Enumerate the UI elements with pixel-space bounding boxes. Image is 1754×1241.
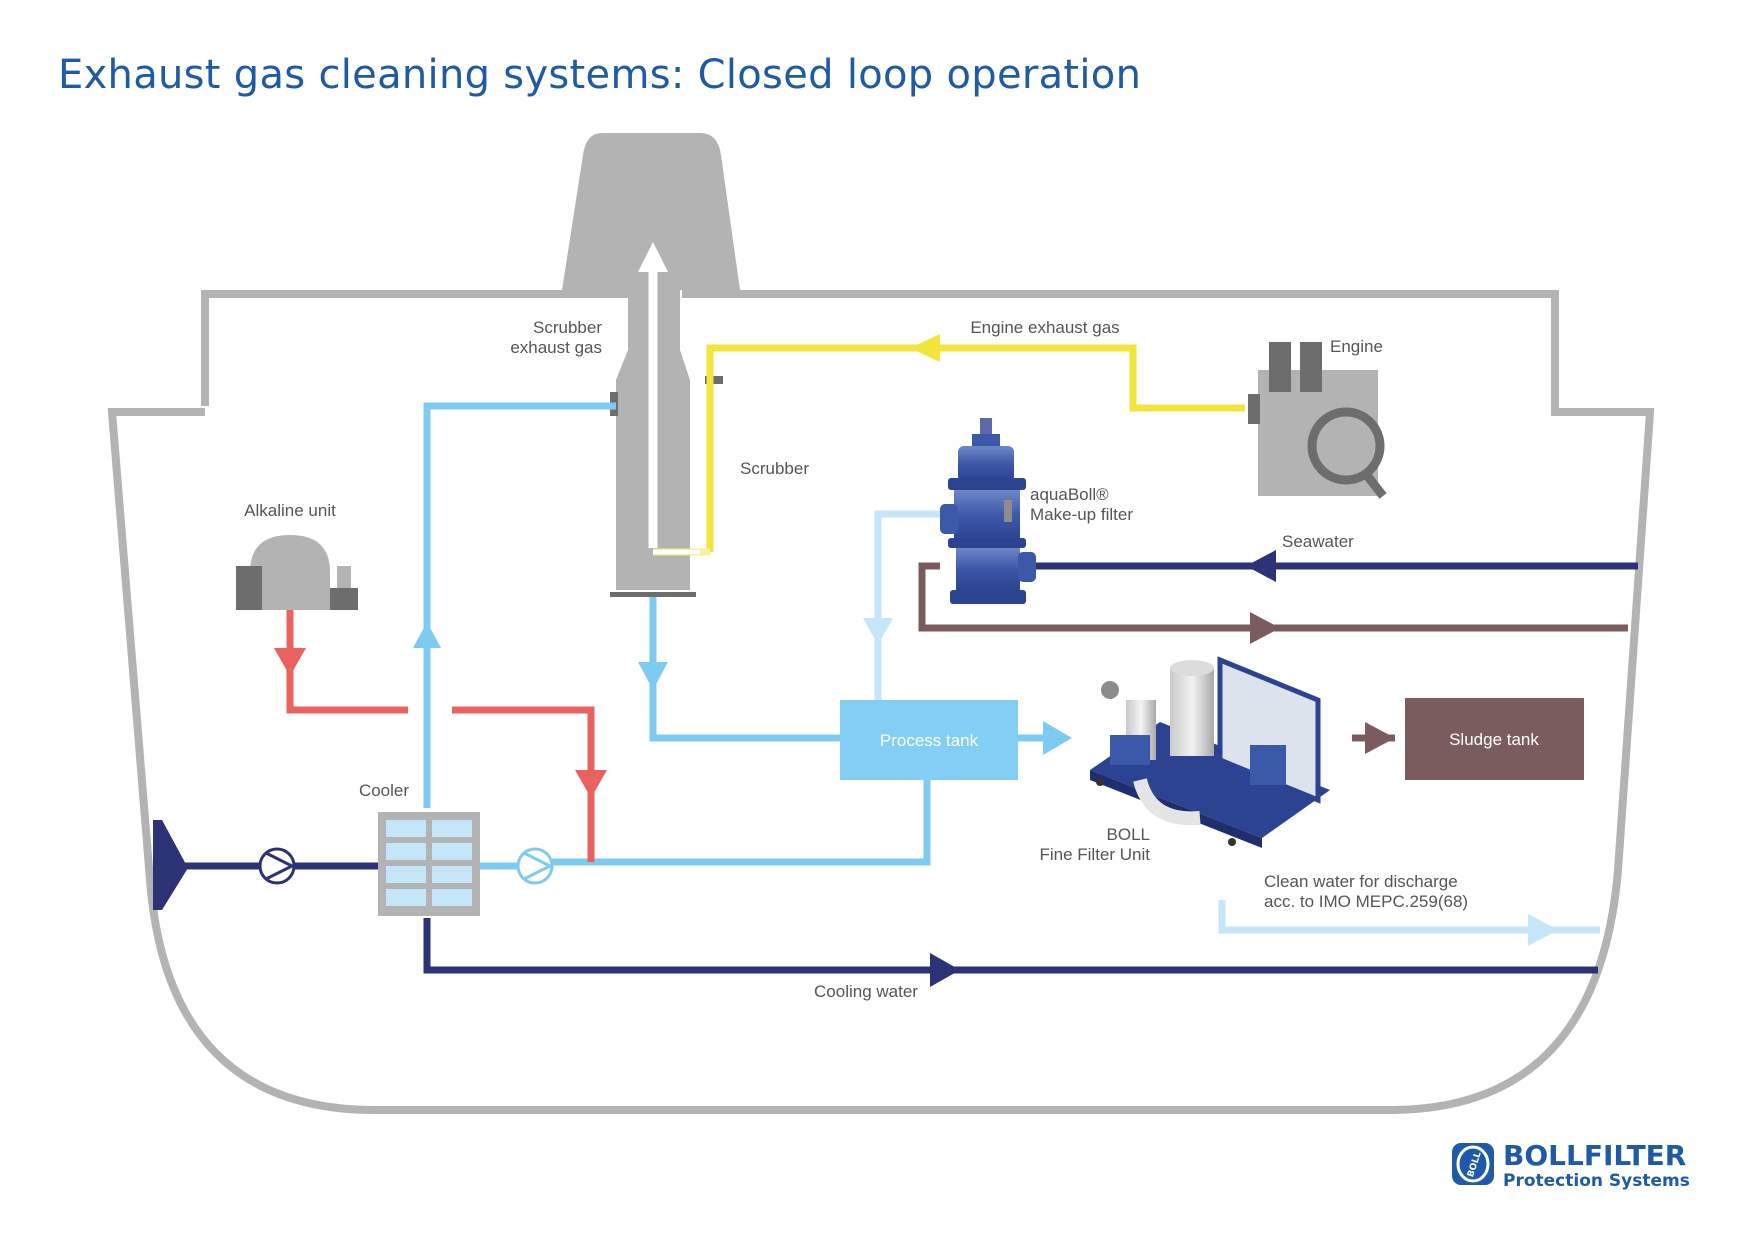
arrow-right-return	[1250, 612, 1280, 644]
label-engine: Engine	[1330, 337, 1383, 356]
label-engine-exhaust-gas: Engine exhaust gas	[970, 318, 1119, 337]
alkaline-unit	[236, 535, 358, 610]
seawater-inlet	[153, 820, 188, 910]
makeup-water-line	[874, 510, 940, 700]
arrow-up-cooler	[413, 622, 441, 648]
pump-circulation	[516, 847, 554, 885]
label-clean-water-line1: Clean water for discharge	[1264, 872, 1458, 891]
bollfilter-logo: BOLL BOLLFILTER Protection Systems	[1452, 1139, 1690, 1191]
process-tank[interactable]	[840, 700, 1018, 780]
arrow-down-makeup	[863, 618, 893, 645]
logo-brand: BOLLFILTER	[1503, 1139, 1686, 1172]
funnel	[562, 133, 740, 290]
label-cooling-water: Cooling water	[814, 982, 918, 1001]
arrow-to-sludge-tank	[1365, 722, 1395, 754]
scrubber-exhaust-arrow	[638, 242, 668, 548]
label-sludge-tank: Sludge tank	[1449, 730, 1539, 749]
ship-hull	[107, 290, 1655, 1114]
arrow-down-scrubber-out	[638, 662, 668, 690]
page-title: Exhaust gas cleaning systems: Closed loo…	[58, 52, 1142, 98]
label-fine-filter-line1: BOLL	[1107, 825, 1150, 844]
label-scrubber: Scrubber	[740, 459, 809, 478]
label-fine-filter-line2: Fine Filter Unit	[1039, 845, 1150, 864]
sludge-tank[interactable]	[1405, 698, 1584, 780]
scrubber-unit	[610, 350, 723, 597]
label-cooler: Cooler	[359, 781, 409, 800]
label-aquaboll-line2: Make-up filter	[1030, 505, 1133, 524]
label-scrubber-exhaust-line1: Scrubber	[533, 318, 602, 337]
arrow-down-dosing	[575, 770, 607, 798]
alkaline-dosing-line	[286, 608, 595, 862]
label-process-tank: Process tank	[880, 731, 979, 750]
pump-seawater	[258, 847, 296, 885]
cooler	[378, 812, 480, 916]
label-alkaline-unit: Alkaline unit	[244, 501, 336, 520]
label-clean-water-line2: acc. to IMO MEPC.259(68)	[1264, 892, 1468, 911]
label-scrubber-exhaust-line2: exhaust gas	[510, 338, 602, 357]
aquaboll-filter	[940, 418, 1036, 604]
engine	[1248, 342, 1387, 499]
label-seawater: Seawater	[1282, 532, 1354, 551]
arrow-to-fine-filter	[1043, 721, 1072, 755]
label-aquaboll-line1: aquaBoll®	[1030, 485, 1109, 504]
arrow-right-cooling	[930, 953, 960, 987]
arrow-down-alkaline	[274, 648, 306, 676]
arrow-left-seawater	[1246, 550, 1276, 582]
clean-water-discharge-line	[1218, 900, 1600, 946]
fine-filter-unit	[1090, 656, 1330, 848]
logo-tagline: Protection Systems	[1503, 1171, 1690, 1191]
